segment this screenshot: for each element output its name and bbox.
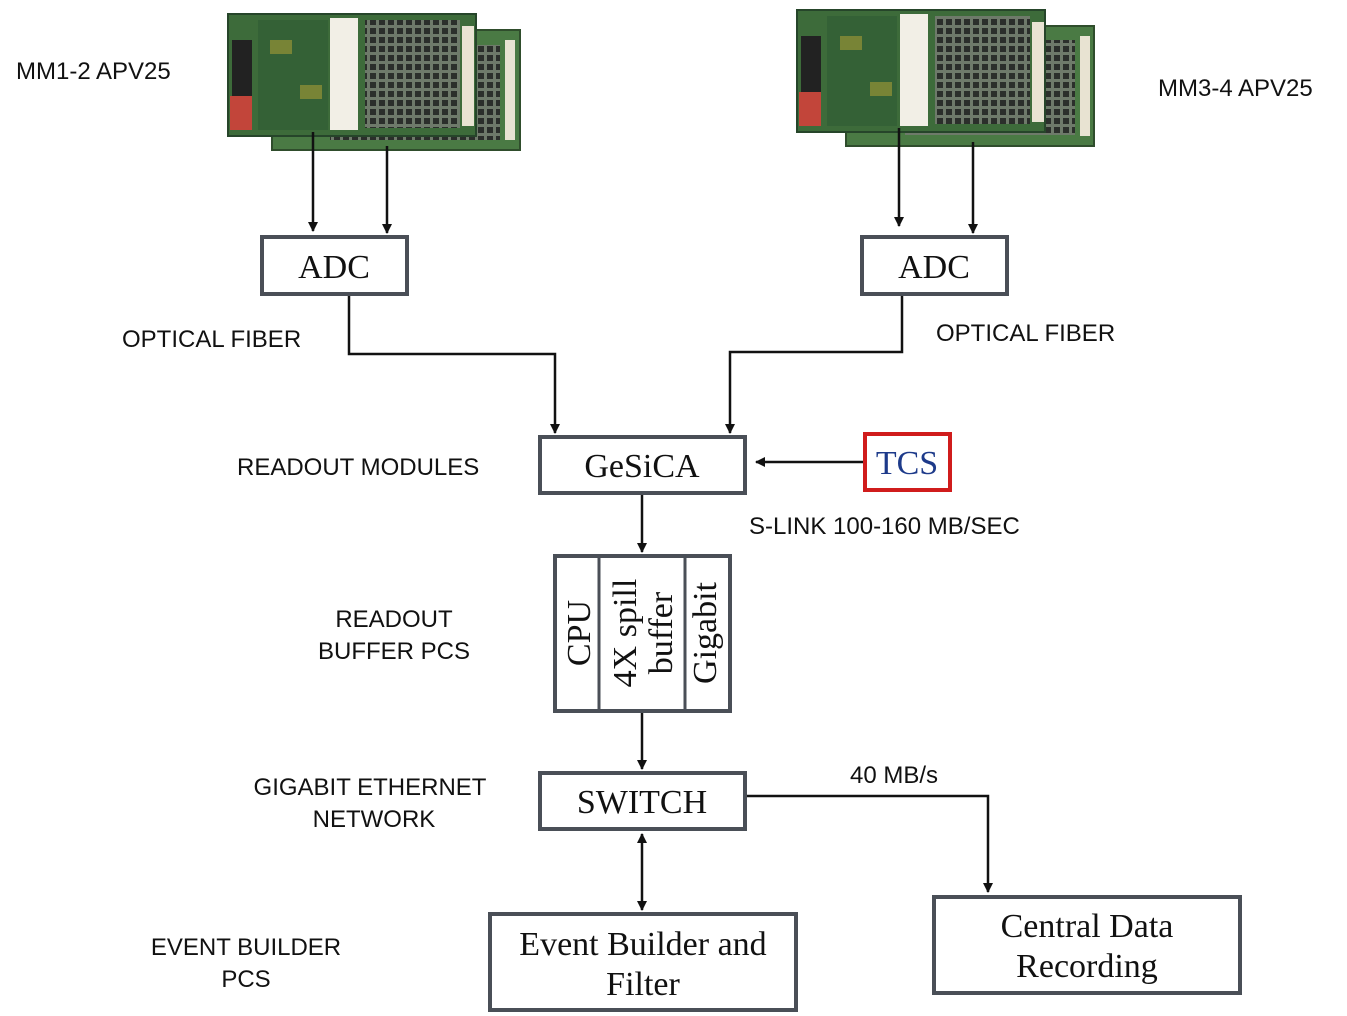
slink-rate-label: S-LINK 100-160 MB/SEC [749,513,1020,540]
mm12-label: MM1-2 APV25 [16,58,171,85]
tcs-box [863,432,952,492]
switch-to-central-recording-arrow [746,794,993,893]
readout-modules-label: READOUT MODULES [237,454,479,481]
apv25-card-left-image [227,13,521,151]
gigabit-network-label-2: NETWORK [313,806,436,833]
buffer-cpu-label: CPU [561,600,598,666]
event-builder-pcs-label-1: EVENT BUILDER [151,934,341,961]
fiber-left-to-gesica [347,294,560,434]
event-builder-label-1: Event Builder and [519,926,766,963]
tcs-label: TCS [876,445,938,482]
central-data-label-1: Central Data [1001,908,1174,945]
optical-fiber-left-label: OPTICAL FIBER [122,326,301,353]
fiber-right-to-gesica [725,294,904,434]
readout-buffer-label-1: READOUT [335,606,453,633]
adc-left-label: ADC [298,249,370,286]
event-builder-box [488,912,798,1012]
apv25-card-right-image [796,9,1095,147]
gigabit-network-label-1: GIGABIT ETHERNET [254,774,487,801]
readout-buffer-label-2: BUFFER PCS [318,638,470,665]
buffer-spill-label-1: 4X spill [607,579,644,688]
connectors [308,128,993,911]
readout-buffer-box [553,554,732,713]
switch-box [538,771,747,831]
optical-fiber-right-label: OPTICAL FIBER [936,320,1115,347]
buffer-gigabit-label: Gigabit [687,581,724,684]
adc-right-box [860,235,1009,296]
mm34-label: MM3-4 APV25 [1158,75,1313,102]
switch-rate-label: 40 MB/s [850,762,938,789]
gesica-box [538,435,747,495]
central-data-recording-box [932,895,1242,995]
buffer-spill-label-2: buffer [643,591,680,674]
event-builder-label-2: Filter [606,966,680,1003]
event-builder-pcs-label-2: PCS [221,966,270,993]
switch-label: SWITCH [577,784,707,821]
adc-right-label: ADC [898,249,970,286]
central-data-label-2: Recording [1016,948,1158,985]
adc-left-box [260,235,409,296]
gesica-label: GeSiCA [584,448,700,485]
